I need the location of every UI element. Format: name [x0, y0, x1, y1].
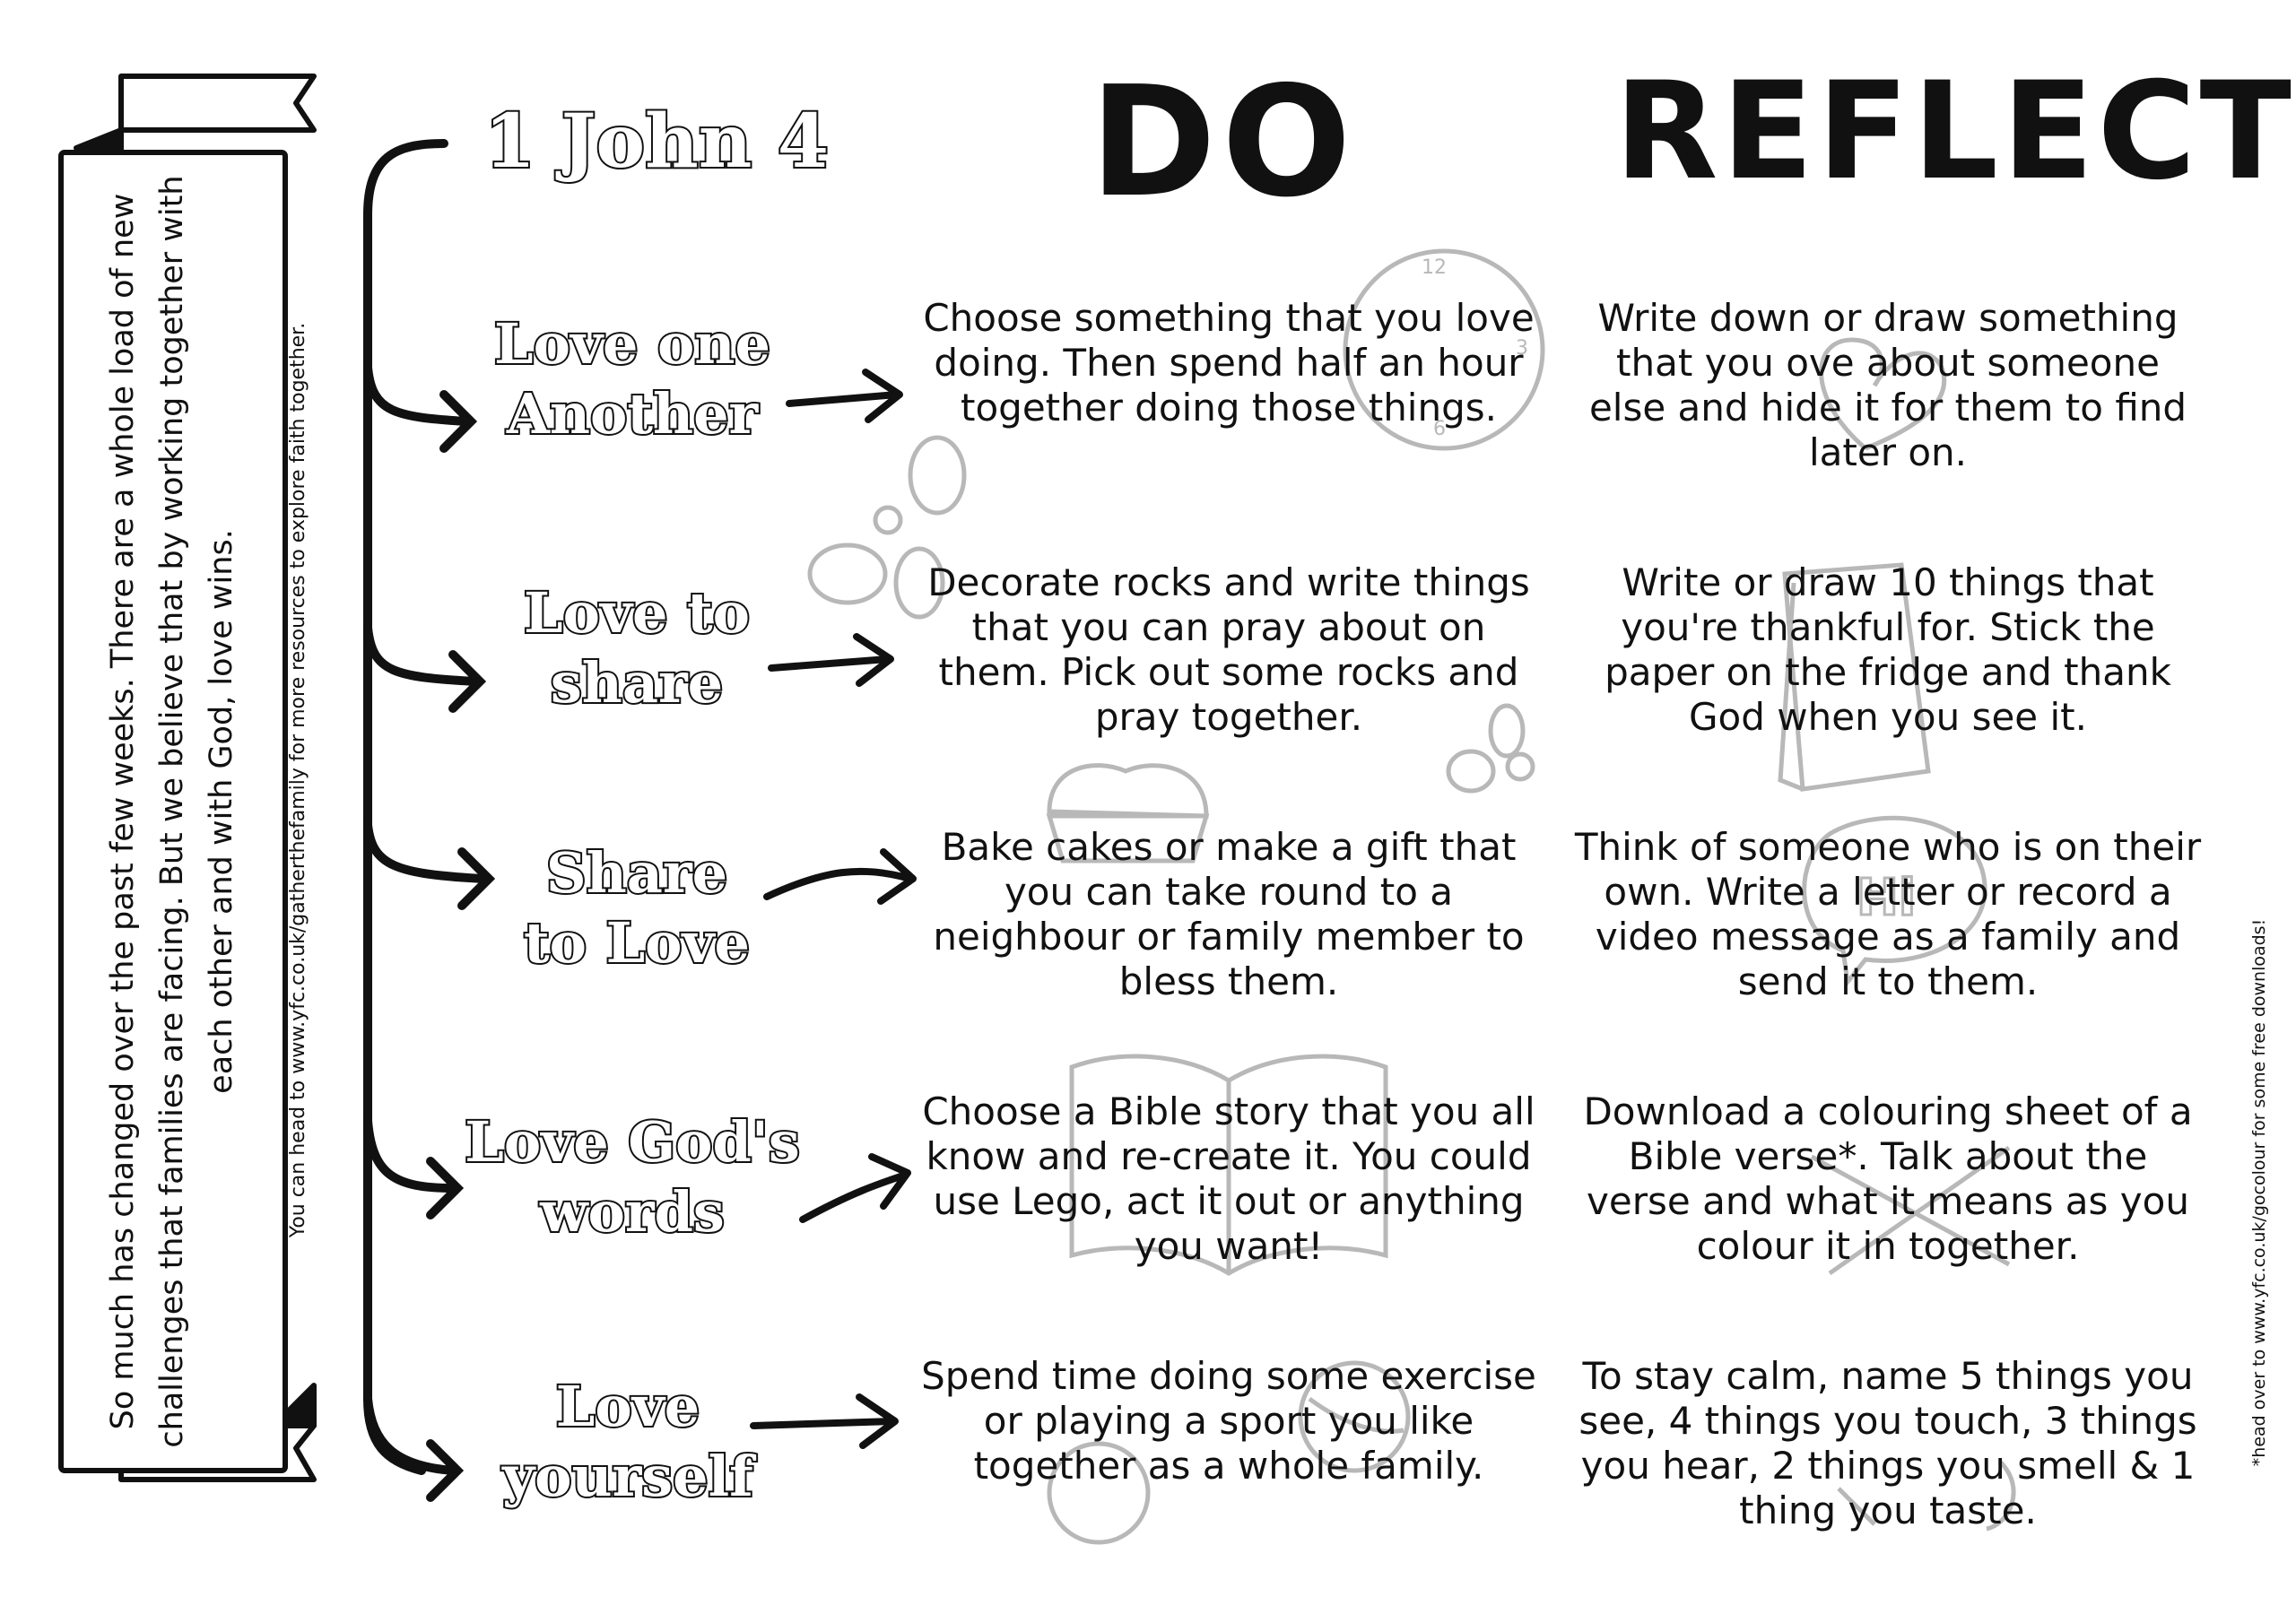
clock-number: 6	[1433, 418, 1446, 440]
theme-line: yourself	[500, 1442, 755, 1511]
book-icon	[1069, 1054, 1388, 1276]
passage-title: 1 John 4	[483, 97, 831, 187]
theme-line: Love God's	[463, 1107, 802, 1176]
paper-icon	[1778, 562, 1931, 792]
clock-icon: 12 3 6	[1343, 248, 1545, 451]
food-icon	[1837, 1460, 2016, 1532]
hi-label: Hi	[1857, 869, 1916, 927]
do-text: Decorate rocks and write things that you…	[927, 560, 1530, 739]
theme-share-to-love: Share to Love	[448, 838, 825, 978]
resources-note: You can head to www.yfc.co.uk/gatherthef…	[287, 322, 309, 1238]
reflect-text: Write down or draw something that you ov…	[1588, 296, 2187, 474]
arrows	[750, 369, 917, 1449]
heart-icon	[1819, 337, 1947, 451]
banner-ribbon-icon	[58, 74, 317, 1482]
pencils-icon	[1810, 1145, 2011, 1276]
theme-line: Share	[544, 838, 729, 907]
clock-number: 3	[1516, 337, 1528, 360]
theme-love-gods-words: Love God's words	[444, 1107, 821, 1247]
do-text: Spend time doing some exercise or playin…	[921, 1354, 1536, 1488]
reflect-text: To stay calm, name 5 things you see, 4 t…	[1578, 1354, 2197, 1532]
theme-love-one-another: Love one Another	[444, 309, 821, 449]
theme-line: Love	[554, 1372, 701, 1441]
theme-love-yourself: Love yourself	[439, 1372, 816, 1512]
theme-line: share	[549, 648, 725, 717]
reflect-text: Write or draw 10 things that you're than…	[1605, 560, 2171, 739]
theme-line: Another	[505, 379, 760, 448]
theme-line: to Love	[522, 908, 752, 977]
cupcake-icon	[1046, 763, 1210, 864]
theme-line: Love to	[522, 578, 752, 647]
do-text: Choose something that you love doing. Th…	[923, 296, 1535, 430]
clock-number: 12	[1422, 256, 1447, 279]
theme-line: words	[538, 1177, 726, 1246]
theme-line: Love one	[492, 309, 772, 378]
theme-love-to-share: Love to share	[448, 578, 825, 718]
rocks-icon	[807, 435, 1535, 794]
do-text: Choose a Bible story that you all know a…	[922, 1089, 1535, 1268]
balls-icon	[1047, 1360, 1411, 1545]
reflect-text: Think of someone who is on their own. Wr…	[1574, 825, 2202, 1003]
reflect-header: REFLECT	[1614, 54, 2295, 210]
speech-bubble-icon: Hi	[1802, 815, 1987, 988]
do-text: Bake cakes or make a gift that you can t…	[933, 825, 1525, 1003]
intro-text: So much has changed over the past few we…	[105, 175, 239, 1448]
footnote: *head over to www.yfc.co.uk/gocolour for…	[2249, 918, 2269, 1467]
reflect-text: Download a colouring sheet of a Bible ve…	[1583, 1089, 2193, 1268]
do-header: DO	[1090, 54, 1357, 231]
bracket-icon	[363, 139, 496, 1502]
